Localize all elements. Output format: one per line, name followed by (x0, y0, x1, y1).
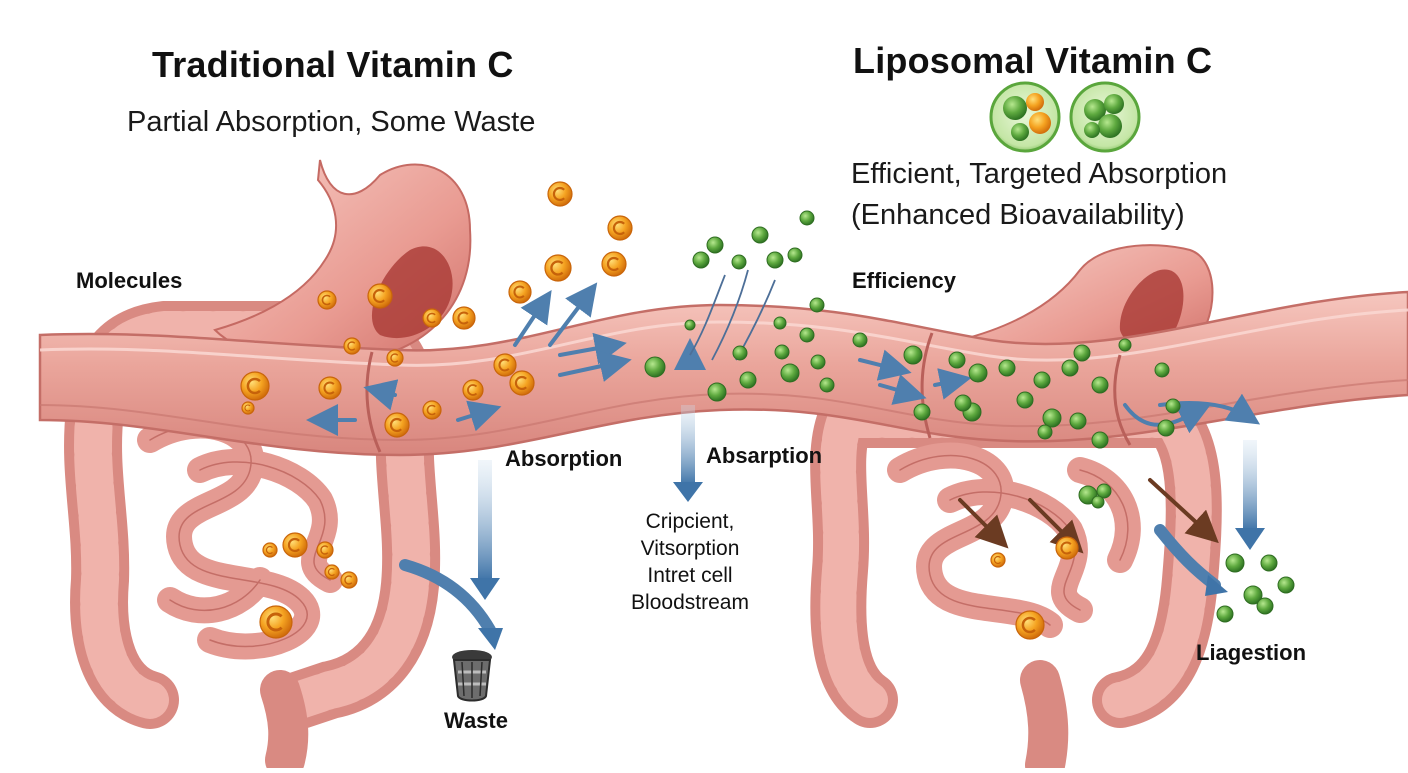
orange-vitamin-c-molecule-icon (493, 353, 517, 377)
green-liposome-particle (787, 247, 803, 263)
green-liposome-particle (799, 327, 815, 343)
green-liposome-particle (780, 363, 800, 383)
orange-vitamin-c-molecule-icon (343, 337, 361, 355)
green-liposome-particle (1091, 376, 1109, 394)
green-liposome-particle (751, 226, 769, 244)
orange-vitamin-c-molecule-icon (367, 283, 393, 309)
green-liposome-particle (1243, 585, 1263, 605)
green-liposome-particle (1154, 362, 1170, 378)
orange-vitamin-c-molecule-icon (386, 349, 404, 367)
orange-vitamin-c-molecule-icon (452, 306, 476, 330)
green-liposome-particle (1091, 431, 1109, 449)
green-liposome-particle (954, 394, 972, 412)
waste-arrow (399, 460, 503, 650)
green-liposome-particle (1277, 576, 1295, 594)
orange-vitamin-c-molecule-icon (1055, 536, 1079, 560)
green-liposome-particle (692, 251, 710, 269)
orange-vitamin-c-molecule-icon (384, 412, 410, 438)
green-liposome-particle (739, 371, 757, 389)
orange-vitamin-c-molecule-icon (241, 401, 255, 415)
right-panel-title: Liposomal Vitamin C (853, 40, 1213, 81)
green-liposome-particle (766, 251, 784, 269)
green-liposome-particle (1165, 398, 1181, 414)
orange-vitamin-c-molecule-icon (544, 254, 572, 282)
orange-vitamin-c-molecule-icon (462, 379, 484, 401)
orange-vitamin-c-molecule-icon (508, 280, 532, 304)
green-liposome-particle (732, 345, 748, 361)
green-liposome-particle (810, 354, 826, 370)
green-liposome-particle (774, 344, 790, 360)
left-stomach (213, 159, 472, 365)
green-liposome-particle (852, 332, 868, 348)
left-panel-title: Traditional Vitamin C (152, 44, 514, 85)
green-liposome-particle (644, 356, 666, 378)
green-liposome-particle (1016, 391, 1034, 409)
green-liposome-particle (1042, 408, 1062, 428)
green-liposome-particle (809, 297, 825, 313)
orange-vitamin-c-molecule-icon (422, 400, 442, 420)
orange-vitamin-c-molecule-icon (990, 552, 1006, 568)
ingestion-label: Liagestion (1196, 640, 1307, 665)
orange-vitamin-c-molecule-icon (1015, 610, 1045, 640)
orange-vitamin-c-molecule-icon (509, 370, 535, 396)
green-liposome-particle (968, 363, 988, 383)
green-liposome-particle (1256, 597, 1274, 615)
orange-vitamin-c-molecule-icon (317, 290, 337, 310)
green-liposome-particle (1033, 371, 1051, 389)
orange-vitamin-c-molecule-icon (259, 605, 293, 639)
right-panel-subtitle-line2: (Enhanced Bioavailability) (851, 199, 1185, 231)
orange-vitamin-c-molecule-icon (607, 215, 633, 241)
green-liposome-particle (731, 254, 747, 270)
orange-vitamin-c-molecule-icon (422, 308, 442, 328)
green-liposome-particle (773, 316, 787, 330)
green-liposome-particle (913, 403, 931, 421)
green-liposome-particle (1091, 495, 1105, 509)
orange-vitamin-c-molecule-icon (601, 251, 627, 277)
green-liposome-particle (1061, 359, 1079, 377)
orange-vitamin-c-molecule-icon (240, 371, 270, 401)
waste-label: Waste (444, 708, 508, 733)
orange-vitamin-c-molecule-icon (340, 571, 358, 589)
molecules-label: Molecules (76, 268, 183, 293)
green-liposome-particle (1118, 338, 1132, 352)
green-liposome-particle (1073, 344, 1091, 362)
bloodstream-arrow (673, 405, 703, 502)
green-liposome-particle (706, 236, 724, 254)
green-liposome-particle (1216, 605, 1234, 623)
orange-vitamin-c-molecule-icon (262, 542, 278, 558)
liposome-icon (1069, 81, 1141, 153)
orange-vitamin-c-molecule-icon (316, 541, 334, 559)
bloodstream-note: Cripcient, Vitsorption Intret cell Blood… (631, 510, 749, 614)
green-liposome-particle (684, 319, 696, 331)
green-liposome-particle (998, 359, 1016, 377)
ingestion-arrows (1154, 440, 1265, 596)
right-panel-subtitle-line1: Efficient, Targeted Absorption (851, 158, 1228, 190)
green-liposome-particle (903, 345, 923, 365)
green-liposome-particle (1096, 483, 1112, 499)
green-liposome-particle (1225, 553, 1245, 573)
absorption-label-left: Absorption (505, 446, 623, 471)
orange-vitamin-c-molecule-icon (324, 564, 340, 580)
green-liposome-particle (948, 351, 966, 369)
green-liposome-particle (1037, 424, 1053, 440)
orange-vitamin-c-molecule-icon (282, 532, 308, 558)
orange-vitamin-c-molecule-icon (547, 181, 573, 207)
green-liposome-particle (1260, 554, 1278, 572)
liposomal-vitamin-c-particles (644, 210, 1295, 623)
liposome-icon (989, 81, 1061, 153)
green-liposome-particle (1157, 419, 1175, 437)
traditional-vitamin-c-molecules (240, 181, 1079, 640)
efficiency-label: Efficiency (852, 268, 956, 293)
orange-vitamin-c-molecule-icon (318, 376, 342, 400)
left-panel-subtitle: Partial Absorption, Some Waste (127, 106, 536, 138)
green-liposome-particle (707, 382, 727, 402)
green-liposome-particle (799, 210, 815, 226)
absorption-label-center: Absarption (706, 443, 823, 468)
green-liposome-particle (1069, 412, 1087, 430)
trash-bin-icon (452, 650, 492, 702)
green-liposome-particle (819, 377, 835, 393)
right-large-intestine (810, 392, 1222, 773)
